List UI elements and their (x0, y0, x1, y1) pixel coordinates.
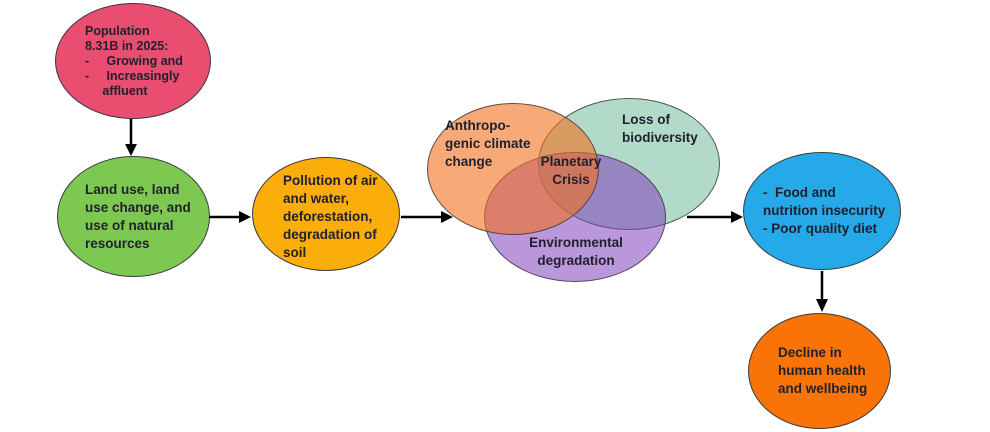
label-line: degradation (537, 253, 615, 268)
label-line: Anthropo- (445, 118, 511, 133)
label-line: Loss of (622, 112, 671, 127)
node-health-decline-label: Decline in human health and wellbeing (778, 344, 867, 398)
node-food-insecurity: - Food and nutrition insecurity - Poor q… (743, 152, 901, 270)
label-line: deforestation, (283, 209, 373, 224)
label-line: Planetary (540, 154, 602, 169)
venn-label-climate-change: Anthropo- genic climate change (445, 117, 531, 171)
label-line: genic climate (445, 136, 531, 151)
venn-label-planetary-crisis: Planetary Crisis (521, 153, 621, 189)
arrow-population-to-land-use (125, 119, 137, 156)
label-line: use of natural (85, 217, 174, 233)
node-population-label: Population 8.31B in 2025: - Growing and … (85, 24, 183, 99)
node-food-insecurity-label: - Food and nutrition insecurity - Poor q… (763, 184, 885, 238)
label-line: soil (283, 245, 307, 260)
label-line: - Poor quality diet (763, 221, 878, 236)
label-line: Environmental (529, 235, 623, 250)
node-pollution-label: Pollution of air and water, deforestatio… (283, 172, 378, 262)
label-line: and wellbeing (778, 381, 868, 396)
label-line: 8.31B in 2025: (85, 38, 169, 53)
node-pollution: Pollution of air and water, deforestatio… (252, 157, 400, 271)
venn-label-biodiversity-loss: Loss of biodiversity (622, 111, 698, 147)
node-population: Population 8.31B in 2025: - Growing and … (55, 3, 211, 119)
label-line: change (445, 154, 493, 169)
label-line: - Growing and (85, 53, 183, 68)
node-health-decline: Decline in human health and wellbeing (748, 313, 891, 429)
label-line: use change, and (85, 199, 191, 215)
label-line: - Increasingly (85, 68, 180, 83)
label-line: resources (85, 235, 150, 251)
label-line: Crisis (552, 172, 590, 187)
label-line: affluent (85, 83, 148, 98)
arrow-pollution-to-planetary-crisis (401, 211, 453, 223)
label-line: - Food and (763, 185, 836, 200)
label-line: and water, (283, 191, 350, 206)
label-line: Population (85, 23, 150, 38)
venn-label-environmental-degradation: Environmental degradation (506, 234, 646, 270)
label-line: Decline in (778, 345, 842, 360)
label-line: Pollution of air (283, 173, 378, 188)
node-land-use: Land use, land use change, and use of na… (57, 156, 210, 277)
node-land-use-label: Land use, land use change, and use of na… (85, 181, 191, 253)
arrow-food-insecurity-to-health-decline (816, 271, 828, 312)
label-line: human health (778, 363, 866, 378)
arrow-land-use-to-pollution (209, 211, 251, 223)
label-line: nutrition insecurity (763, 203, 886, 218)
label-line: biodiversity (622, 130, 698, 145)
arrow-planetary-crisis-to-food-insecurity (687, 211, 743, 223)
venn-ellipse-anthropogenic-climate-change (427, 103, 599, 235)
label-line: Land use, land (85, 181, 180, 197)
label-line: degradation of (283, 227, 377, 242)
